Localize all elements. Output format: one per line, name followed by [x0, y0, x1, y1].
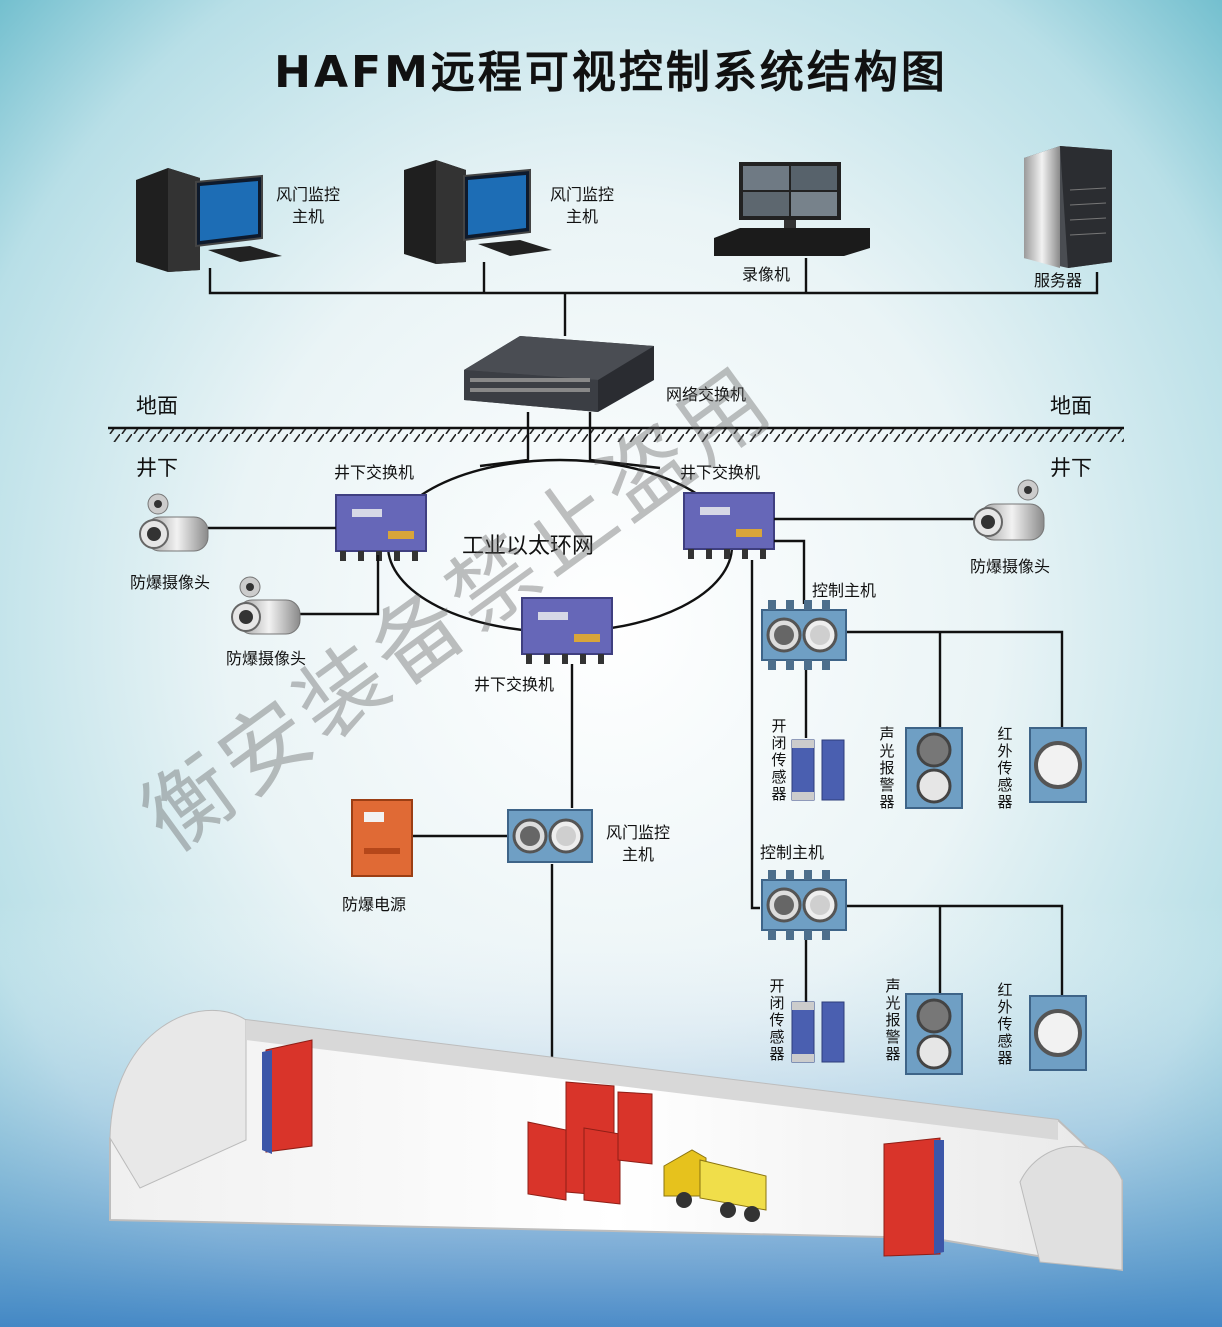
switch-sensor-2	[791, 1001, 845, 1063]
ring-label: 工业以太环网	[462, 534, 595, 559]
camera-left-2	[231, 576, 301, 635]
switch-left-label: 井下交换机	[334, 463, 415, 482]
door-monitor-label-line1: 风门监控	[605, 823, 670, 842]
recorder-label: 录像机	[742, 265, 791, 284]
control2-infrared-label: 红外传感器	[997, 981, 1013, 1067]
camera-left1-label: 防爆摄像头	[130, 573, 211, 592]
surface-network-lines	[208, 258, 1099, 336]
pc1-label-line2: 主机	[291, 207, 324, 226]
ground-above-left: 地面	[136, 394, 178, 418]
power-label: 防爆电源	[342, 895, 407, 914]
pc2-label-line2: 主机	[565, 207, 598, 226]
network-switch-device	[464, 336, 654, 412]
ground-line	[108, 426, 1124, 442]
control2-switch-sensor-label: 开闭传感器	[769, 977, 785, 1063]
camera-right	[973, 479, 1045, 541]
alarm-2	[905, 993, 963, 1075]
camera-right-label: 防爆摄像头	[970, 557, 1051, 576]
camera-left2-label: 防爆摄像头	[226, 649, 307, 668]
recorder-device	[714, 162, 870, 256]
underground-switch-bottom	[521, 597, 613, 664]
ground-above-right: 地面	[1050, 394, 1092, 418]
control2-alarm-label: 声光报警器	[885, 977, 901, 1063]
door-monitor-label-line2: 主机	[621, 845, 654, 864]
control-host-1	[761, 600, 847, 670]
page-title: HAFM远程可视控制系统结构图	[274, 47, 948, 98]
network-switch-label: 网络交换机	[666, 385, 747, 404]
monitor-pc-2	[404, 160, 552, 264]
switch-sensor-1	[791, 739, 845, 801]
tunnel-illustration	[109, 1009, 1123, 1272]
switch-right-label: 井下交换机	[680, 463, 761, 482]
door-monitor-host	[507, 809, 593, 863]
underground-switch-right	[683, 492, 775, 559]
switch-bottom-label: 井下交换机	[474, 675, 555, 694]
infrared-sensor-1	[1029, 727, 1087, 803]
pc1-label-line1: 风门监控	[275, 185, 340, 204]
infrared-sensor-2	[1029, 995, 1087, 1071]
underground-switch-left	[335, 494, 427, 561]
alarm-1	[905, 727, 963, 809]
control1-switch-sensor-label: 开闭传感器	[771, 717, 787, 803]
control2-label: 控制主机	[760, 843, 825, 862]
monitor-pc-1	[136, 168, 282, 272]
door-monitor-label: 风门监控 主机	[598, 822, 678, 866]
pc2-label-line1: 风门监控	[549, 185, 614, 204]
control1-alarm-label: 声光报警器	[879, 725, 895, 811]
control1-infrared-label: 红外传感器	[997, 725, 1013, 811]
power-supply	[351, 799, 413, 877]
server-label: 服务器	[1034, 271, 1083, 290]
pc2-label: 风门监控 主机	[542, 184, 622, 228]
control-host-2	[761, 870, 847, 940]
control1-label: 控制主机	[812, 581, 877, 600]
ground-below-right: 井下	[1050, 456, 1092, 480]
pc1-label: 风门监控 主机	[268, 184, 348, 228]
ground-below-left: 井下	[136, 456, 178, 480]
camera-left-1	[139, 493, 209, 552]
server-device	[1024, 146, 1112, 268]
